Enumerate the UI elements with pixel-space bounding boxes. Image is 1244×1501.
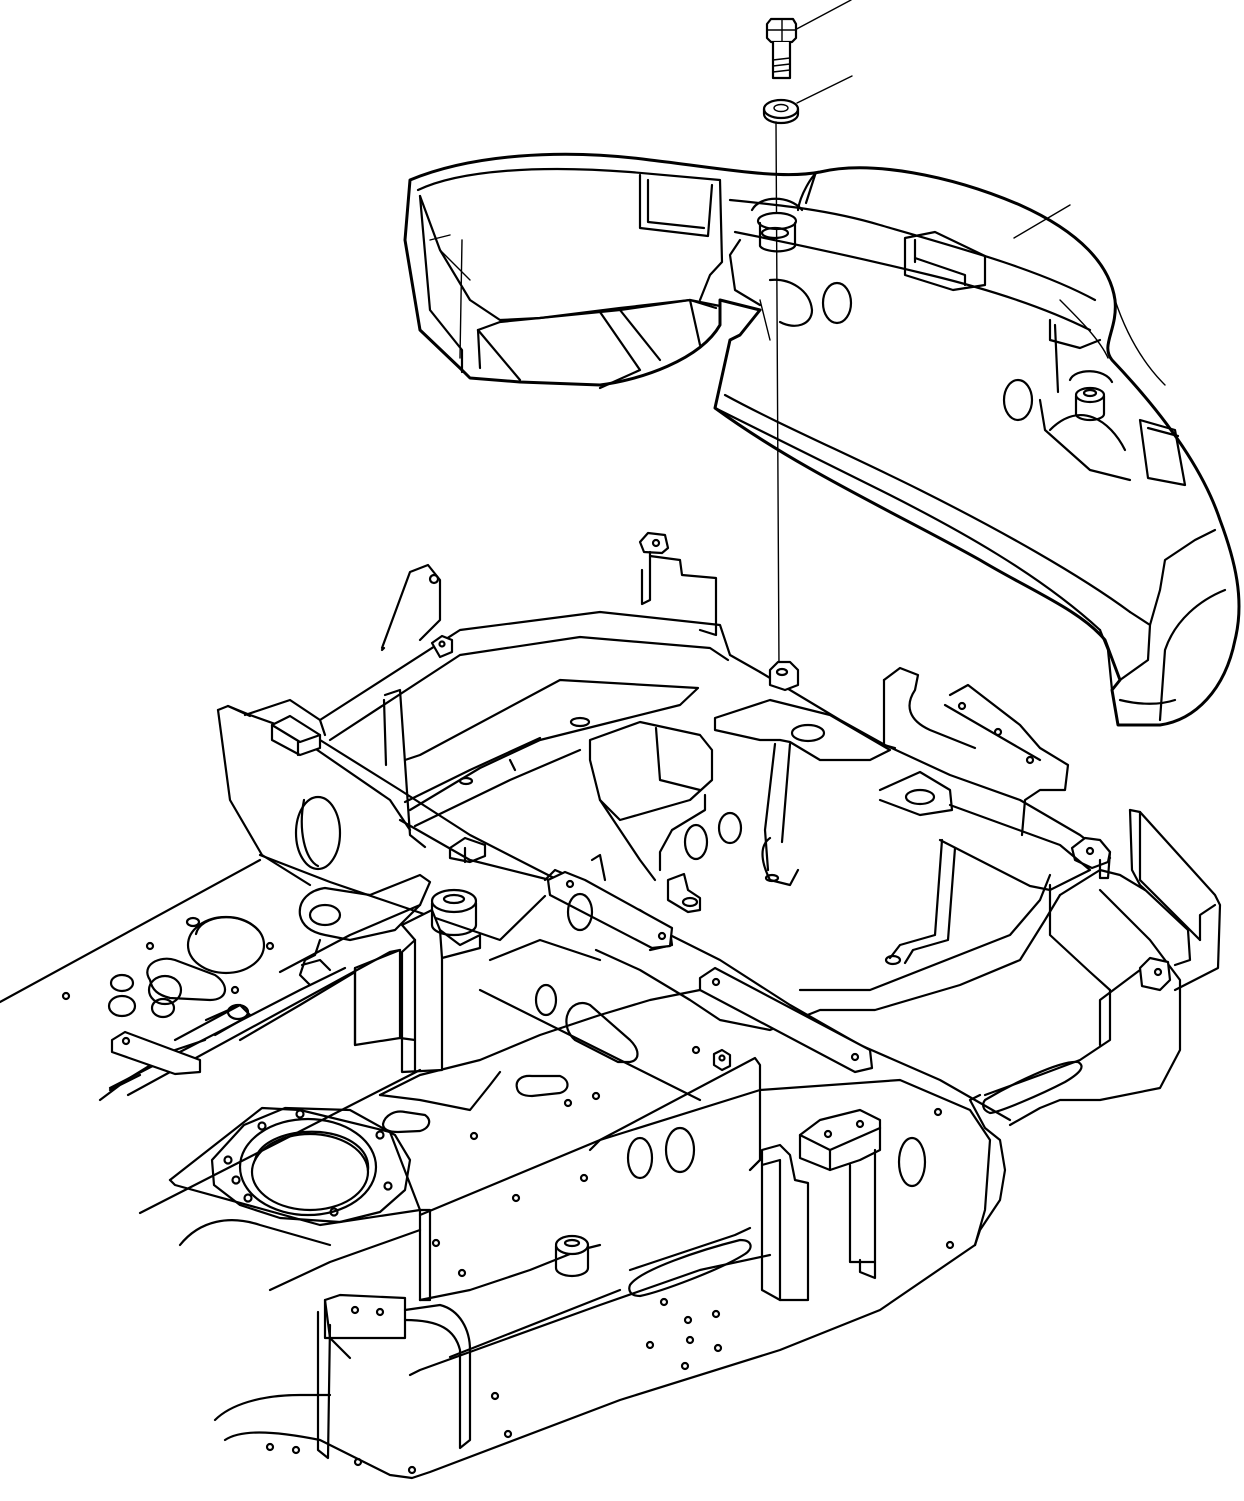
leader-washer <box>796 75 853 104</box>
leader-cover <box>1013 204 1071 239</box>
washer-icon <box>762 98 800 125</box>
leader-bolt <box>790 0 852 33</box>
counterweight-cover-icon <box>403 152 1241 727</box>
leader-lines <box>790 0 1071 239</box>
revolving-frame-icon <box>0 531 1222 1480</box>
bolt-icon <box>765 17 798 80</box>
